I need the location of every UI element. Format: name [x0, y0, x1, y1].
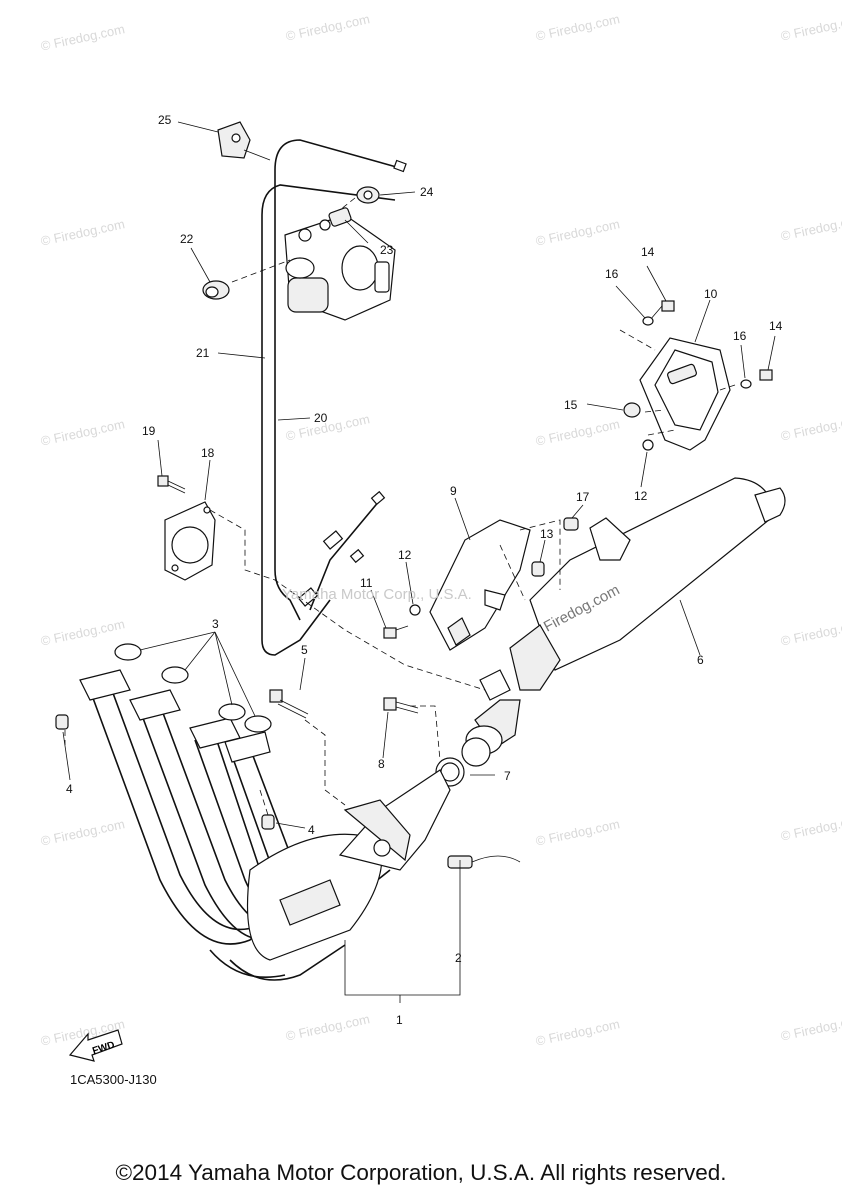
- assembly-line: [339, 197, 356, 211]
- bolt-19: [157, 475, 186, 494]
- muffler-protector-10: [639, 337, 731, 451]
- gaskets-3: [114, 643, 272, 733]
- part-number-4b: 4: [308, 823, 315, 837]
- assembly-line: [410, 705, 441, 761]
- grommet-17: [563, 517, 579, 531]
- assembly-line: [719, 384, 736, 391]
- grommet-13: [531, 561, 545, 577]
- muffler-protector-9: [429, 519, 531, 651]
- exhaust-headers-1: [89, 684, 391, 981]
- bolt-14a: [649, 300, 675, 321]
- sensor-2: [447, 855, 521, 869]
- nut-4a: [55, 714, 69, 730]
- part-number-15: 15: [564, 398, 578, 412]
- part-number-2: 2: [455, 951, 462, 965]
- assembly-line: [644, 409, 666, 413]
- cable-21: [261, 139, 401, 656]
- muffler-6: [465, 477, 786, 755]
- part-number-14a: 14: [641, 245, 655, 259]
- header-flanges: [79, 669, 271, 763]
- nut-4b: [261, 814, 275, 830]
- grommet-22: [202, 280, 230, 300]
- part-number-11: 11: [360, 576, 373, 590]
- part-number-3: 3: [212, 617, 219, 631]
- assembly-line: [304, 719, 346, 806]
- assembly-line: [519, 519, 561, 590]
- part-number-19: 19: [142, 424, 156, 438]
- collar-23: [328, 207, 352, 227]
- assembly-line: [259, 789, 269, 816]
- assembly-line: [209, 509, 486, 691]
- bracket-18: [164, 501, 216, 581]
- assembly-line: [231, 259, 291, 283]
- nut-24: [356, 186, 380, 204]
- part-number-14b: 14: [769, 319, 783, 333]
- part-number-6: 6: [697, 653, 704, 667]
- bolt-14b: [759, 369, 773, 381]
- washer-16a: [642, 316, 654, 326]
- part-number-10: 10: [704, 287, 718, 301]
- washer-12a: [409, 604, 421, 616]
- center-watermark: Yamaha Motor Corp., U.S.A.: [282, 586, 472, 603]
- exhaust-servo-motor: [284, 214, 396, 321]
- washer-12b: [642, 439, 654, 451]
- fwd-arrow-icon: FWD: [68, 1029, 123, 1062]
- part-number-9: 9: [450, 484, 457, 498]
- part-number-24: 24: [420, 185, 434, 199]
- part-number-20: 20: [314, 411, 328, 425]
- assembly-line: [647, 429, 676, 436]
- part-number-7: 7: [504, 769, 511, 783]
- part-number-5: 5: [301, 643, 308, 657]
- nut-15: [623, 402, 641, 418]
- diagram-code: 1CA5300-J130: [70, 1072, 157, 1087]
- part-number-22: 22: [180, 232, 194, 246]
- part-number-16a: 16: [605, 267, 619, 281]
- part-number-4a: 4: [66, 782, 73, 796]
- part-number-18: 18: [201, 446, 215, 460]
- part-number-16b: 16: [733, 329, 747, 343]
- copyright-notice: ©2014 Yamaha Motor Corporation, U.S.A. A…: [115, 1160, 727, 1185]
- bolt-5: [269, 689, 309, 719]
- part-number-13: 13: [540, 527, 554, 541]
- part-number-23: 23: [380, 243, 394, 257]
- part-number-25: 25: [158, 113, 172, 127]
- part-number-17: 17: [576, 490, 590, 504]
- washer-16b: [740, 379, 752, 389]
- bolt-8: [383, 697, 419, 714]
- assembly-line: [499, 544, 526, 601]
- part-number-1: 1: [396, 1013, 403, 1027]
- part-number-12b: 12: [634, 489, 648, 503]
- leader-lines: [62, 121, 776, 1003]
- part-number-8: 8: [378, 757, 385, 771]
- cable-end-fittings: [297, 159, 407, 607]
- collector-bracket: [338, 769, 451, 871]
- assembly-line: [619, 329, 656, 351]
- clamp-25: [217, 121, 251, 159]
- bolt-11: [383, 625, 409, 639]
- part-number-12a: 12: [398, 548, 412, 562]
- part-number-21: 21: [196, 346, 210, 360]
